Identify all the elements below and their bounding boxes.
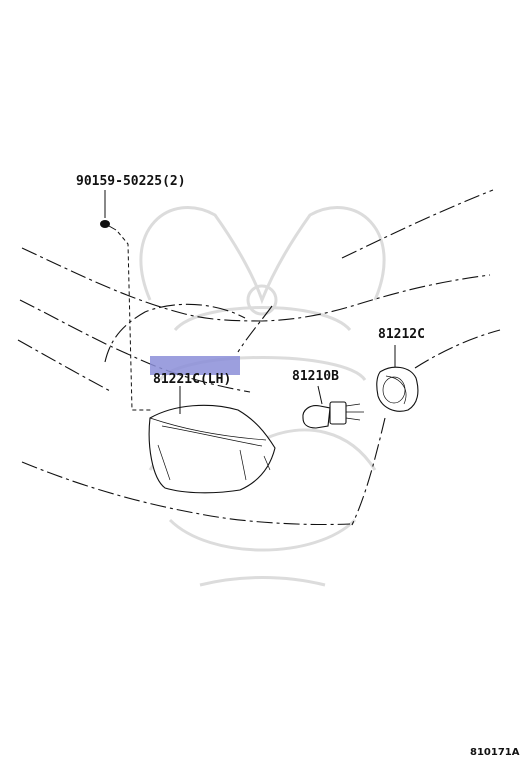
part-highlight-box xyxy=(150,356,240,375)
bolt-part[interactable] xyxy=(100,190,152,411)
lamp-housing xyxy=(148,404,276,494)
lamp-part-label[interactable]: 81221C(LH) xyxy=(153,372,231,387)
lamp-lens-rim xyxy=(149,417,267,441)
socket-ribs xyxy=(385,375,407,405)
socket-part-label[interactable]: 81212C xyxy=(378,327,425,342)
socket-part[interactable] xyxy=(376,345,419,412)
bulb-glass xyxy=(302,405,331,429)
bolt-shank xyxy=(108,225,117,231)
bulb-terminals xyxy=(345,403,364,421)
bolt-part-label[interactable]: 90159-50225(2) xyxy=(76,174,186,189)
bulb-part-label[interactable]: 81210B xyxy=(292,369,339,384)
lamp-assembly-part[interactable] xyxy=(148,386,276,494)
vehicle-body-outline xyxy=(17,189,501,526)
bulb-base xyxy=(329,401,347,425)
watermark-helmet-logo xyxy=(139,206,386,587)
bolt-head xyxy=(100,220,110,228)
bulb-leader-line xyxy=(317,385,323,405)
bulb-part[interactable] xyxy=(302,385,364,429)
illustration-reference-code: 810171A xyxy=(470,747,520,758)
lamp-lens-inner xyxy=(161,425,263,447)
bolt-mounting-path xyxy=(117,231,152,411)
lamp-lens-reflector xyxy=(157,444,271,481)
